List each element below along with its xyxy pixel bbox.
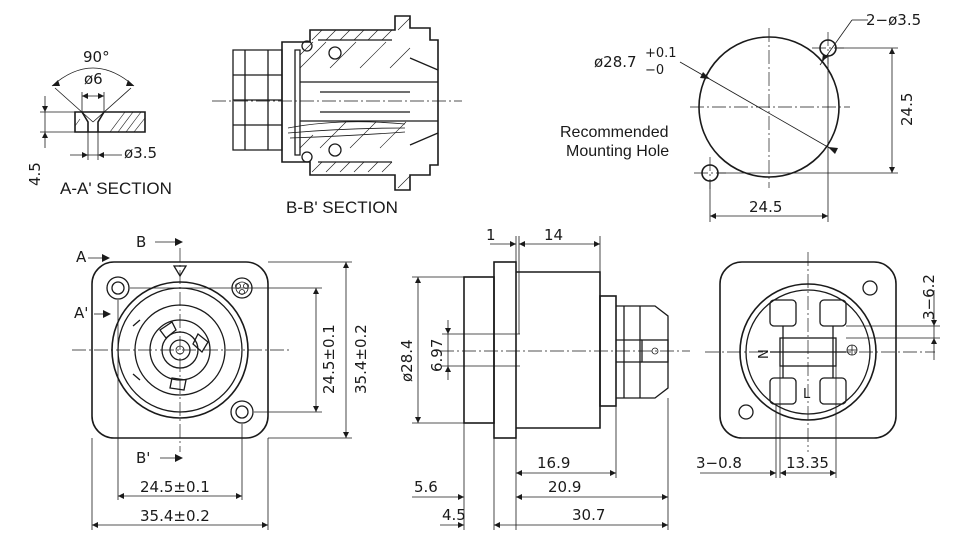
- side-dim-d284: ø28.4: [398, 339, 416, 382]
- mh-label-2: Mounting Hole: [566, 143, 669, 160]
- side-dim-14: 14: [544, 226, 563, 244]
- rear-view: N L 3−6.2 3−0.8 13.35: [696, 252, 940, 478]
- rear-pin-l: L: [803, 387, 811, 402]
- rear-dim-3-62: 3−6.2: [920, 274, 938, 320]
- front-dim-v-flange: 35.4±0.2: [352, 324, 370, 394]
- front-marker-b-prime: B': [136, 449, 150, 467]
- front-marker-a: A: [76, 248, 87, 266]
- bb-section-title: B-B' SECTION: [286, 198, 398, 217]
- mh-height: 24.5: [898, 93, 916, 126]
- mh-width: 24.5: [749, 198, 782, 216]
- mounting-hole-view: ø28.7 +0.1 −0 2−ø3.5 Recommended Mountin…: [560, 11, 921, 222]
- mh-label-1: Recommended: [560, 124, 669, 141]
- front-marker-a-prime: A': [74, 304, 88, 322]
- rear-dim-1335: 13.35: [786, 454, 829, 472]
- side-dim-1: 1: [486, 226, 496, 244]
- front-dim-h-holes: 24.5±0.1: [140, 478, 210, 496]
- side-dim-307: 30.7: [572, 506, 605, 524]
- front-dim-h-flange: 35.4±0.2: [140, 507, 210, 525]
- side-dim-697: 6.97: [428, 339, 446, 372]
- rear-pin-n: N: [757, 349, 772, 359]
- mh-holes: 2−ø3.5: [866, 11, 921, 29]
- aa-depth: 4.5: [26, 162, 44, 186]
- side-dim-56: 5.6: [414, 478, 438, 496]
- aa-phi35: ø3.5: [124, 144, 157, 162]
- side-dim-169: 16.9: [537, 454, 570, 472]
- aa-phi6: ø6: [84, 70, 103, 88]
- rear-dim-3-08: 3−0.8: [696, 454, 742, 472]
- aa-section-title: A-A' SECTION: [60, 179, 172, 198]
- front-marker-b: B: [136, 233, 146, 251]
- aa-angle: 90°: [83, 48, 110, 66]
- aa-section: 90° ø6 ø3.5 4.5 A-A' SECTION: [26, 48, 172, 198]
- front-view: A A' B B' 24.5±0.1 35.4±0.2 24.5±0.1: [72, 233, 370, 530]
- front-dim-v-holes: 24.5±0.1: [320, 324, 338, 394]
- side-dim-209: 20.9: [548, 478, 581, 496]
- bb-section: B-B' SECTION: [212, 15, 462, 217]
- mh-tol-plus: +0.1: [645, 46, 677, 61]
- side-dim-45: 4.5: [442, 506, 466, 524]
- mh-tol-minus: −0: [645, 63, 664, 78]
- side-view: ø28.4 6.97 1 14 16.9 5.6 20.9: [398, 226, 690, 530]
- mh-diameter: ø28.7: [594, 53, 637, 71]
